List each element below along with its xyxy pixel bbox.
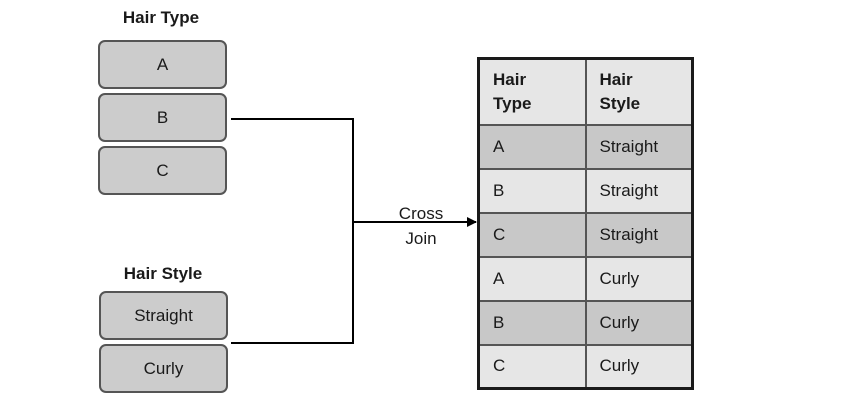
hair-style-box-straight: Straight xyxy=(99,291,228,340)
header-hair-type-line2: Type xyxy=(493,93,532,113)
table-cell-hair-style: Straight xyxy=(584,211,694,258)
hair-type-box-b: B xyxy=(98,93,227,142)
cross-join-label: Cross Join xyxy=(386,201,456,251)
table-row: A Curly xyxy=(477,255,694,302)
table-cell-hair-style: Curly xyxy=(584,299,694,346)
cross-join-result-table: Hair Type Hair Style A Straight B Straig… xyxy=(477,57,694,390)
table-cell-hair-type: C xyxy=(477,211,587,258)
hair-type-label-b: B xyxy=(156,107,169,127)
hair-style-box-curly: Curly xyxy=(99,344,228,393)
hair-type-heading: Hair Type xyxy=(122,8,200,27)
table-cell-hair-style: Straight xyxy=(584,167,694,214)
hair-style-heading: Hair Style xyxy=(123,264,203,283)
hair-style-label-straight: Straight xyxy=(134,305,193,325)
connector-from-hair-type xyxy=(231,118,354,222)
table-cell-hair-type: A xyxy=(477,123,587,170)
hair-type-box-a: A xyxy=(98,40,227,89)
table-row: C Curly xyxy=(477,343,694,390)
connector-from-hair-style xyxy=(231,222,354,344)
table-row: C Straight xyxy=(477,211,694,258)
table-cell-hair-type: B xyxy=(477,167,587,214)
table-cell-hair-style: Curly xyxy=(584,343,694,390)
hair-type-label-a: A xyxy=(156,54,169,74)
table-cell-hair-type: B xyxy=(477,299,587,346)
hair-type-label-c: C xyxy=(156,160,169,180)
table-cell-hair-style: Straight xyxy=(584,123,694,170)
table-cell-hair-type: C xyxy=(477,343,587,390)
cross-join-label-line2: Join xyxy=(405,229,437,248)
table-cell-hair-style: Curly xyxy=(584,255,694,302)
hair-type-box-c: C xyxy=(98,146,227,195)
header-hair-style-line2: Style xyxy=(599,93,641,113)
table-row: A Straight xyxy=(477,123,694,170)
header-hair-style-line1: Hair xyxy=(599,69,633,89)
header-hair-type: Hair Type xyxy=(477,57,587,126)
cross-join-label-line1: Cross xyxy=(398,204,444,223)
table-header-row: Hair Type Hair Style xyxy=(477,57,694,126)
table-row: B Straight xyxy=(477,167,694,214)
header-hair-style: Hair Style xyxy=(584,57,694,126)
header-hair-type-line1: Hair xyxy=(493,69,527,89)
hair-style-label-curly: Curly xyxy=(143,358,184,378)
table-row: B Curly xyxy=(477,299,694,346)
table-cell-hair-type: A xyxy=(477,255,587,302)
